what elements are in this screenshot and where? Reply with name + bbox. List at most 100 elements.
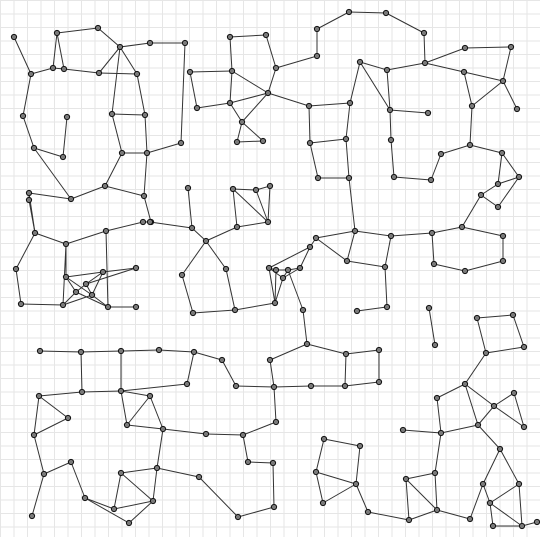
edge-e1-e3: [476, 317, 487, 354]
edge-h1-h2: [43, 461, 72, 475]
edge-b17-b18: [359, 61, 388, 71]
graph-node-a14: [108, 110, 116, 118]
graph-node-c12: [189, 309, 197, 317]
graph-node-b2: [262, 31, 270, 39]
graph-node-b13: [345, 8, 353, 16]
graph-node-a22: [67, 195, 75, 203]
graph-node-e4: [520, 343, 528, 351]
graph-node-h25: [486, 499, 494, 507]
graph-node-a26: [31, 229, 39, 237]
edge-b28-b32: [389, 109, 392, 141]
edge-b40-b41: [497, 176, 520, 185]
edge-b20-b21: [464, 46, 512, 49]
edge-b26-b30: [308, 105, 311, 144]
edge-a7-a12: [22, 73, 32, 117]
graph-node-e2: [509, 311, 517, 319]
graph-node-f20: [232, 382, 240, 390]
graph-node-d9: [265, 264, 273, 272]
edge-f29-h12: [272, 462, 275, 508]
edge-a33-a34: [102, 267, 137, 273]
graph-node-a10: [95, 69, 103, 77]
graph-node-h20: [431, 469, 439, 477]
node-layer: [10, 8, 540, 530]
edge-h6-h8: [84, 497, 130, 524]
edge-b33-b34: [440, 144, 471, 155]
edge-b7-b9: [229, 102, 243, 123]
edge-a18-a21: [104, 152, 123, 187]
graph-node-f27: [272, 418, 280, 426]
graph-node-h15: [312, 468, 320, 476]
edge-d4-d5: [431, 226, 463, 234]
edge-h20-h19: [405, 472, 436, 480]
edge-a21-a25: [104, 185, 145, 197]
edge-b6-b7: [229, 92, 269, 104]
graph-node-a27: [62, 240, 70, 248]
graph-node-b32: [387, 136, 395, 144]
graph-node-h10: [28, 512, 36, 520]
graph-node-e1: [473, 314, 481, 322]
graph-node-b19: [421, 59, 429, 67]
graph-node-h18: [364, 508, 372, 516]
graph-node-f2: [77, 348, 85, 356]
graph-node-d16: [461, 267, 469, 275]
graph-node-c7: [202, 237, 210, 245]
edge-e3-g1: [464, 352, 487, 385]
graph-node-h23: [479, 480, 487, 488]
edge-f27-f21: [273, 386, 277, 423]
edge-b9-b10: [236, 121, 243, 143]
graph-node-a16: [30, 144, 38, 152]
edge-d16-d17: [464, 260, 504, 272]
edge-a22-a16: [33, 147, 72, 200]
graph-node-d5: [458, 223, 466, 231]
edge-d7-d9: [268, 246, 311, 269]
edge-a39-a37: [62, 294, 93, 306]
edge-a19-a25: [143, 152, 148, 197]
edge-c2-c3: [232, 188, 257, 191]
graph-node-b18: [383, 66, 391, 74]
graph-node-d22: [425, 304, 433, 312]
graph-node-f19: [159, 425, 167, 433]
edge-f15-f16: [126, 395, 151, 426]
edge-a27-a28: [65, 230, 107, 245]
edge-f12-f17: [38, 395, 69, 419]
edge-a19-a20: [146, 142, 182, 154]
graph-node-f29: [269, 459, 277, 467]
edge-a37-a40: [91, 294, 109, 308]
graph-node-f1: [36, 347, 44, 355]
graph-node-h24: [515, 480, 523, 488]
edge-d1-d13: [315, 237, 348, 262]
graph-node-a21: [101, 182, 109, 190]
edge-a11-a15: [136, 73, 146, 116]
edge-f26-f27: [242, 421, 277, 436]
graph-node-f7: [183, 380, 191, 388]
graph-node-a19: [143, 149, 151, 157]
graph-node-c6: [188, 224, 196, 232]
edge-g5-g6: [440, 424, 479, 434]
edge-g1-g2: [436, 383, 466, 399]
graph-node-f28: [244, 458, 252, 466]
graph-node-d2: [351, 227, 359, 235]
edge-g9-h24: [499, 448, 520, 485]
graph-node-c2: [229, 185, 237, 193]
graph-node-b5: [272, 64, 280, 72]
edge-h14-h17: [355, 445, 361, 485]
graph-node-b40: [515, 173, 523, 181]
edge-a32-a33: [65, 271, 104, 278]
edge-h25-h27: [489, 502, 494, 527]
edge-f17-f18: [33, 417, 69, 436]
graph-node-a9: [60, 65, 68, 73]
edge-b27-b31: [345, 102, 351, 140]
edge-a15-a19: [144, 114, 148, 154]
edge-h3-h7: [113, 472, 122, 510]
edge-h15-h16: [315, 471, 324, 504]
graph-node-h28: [518, 522, 526, 530]
edge-g3-g8: [493, 405, 525, 428]
edge-f28-f29: [247, 461, 274, 464]
edge-f9-f10: [306, 343, 347, 355]
edge-e3-e4: [485, 346, 525, 354]
edge-b26-b27: [308, 102, 351, 107]
graph-node-b36: [314, 174, 322, 182]
edge-b40-b43: [497, 176, 520, 208]
edge-b13-b14: [348, 11, 387, 14]
graph-node-g9: [496, 445, 504, 453]
